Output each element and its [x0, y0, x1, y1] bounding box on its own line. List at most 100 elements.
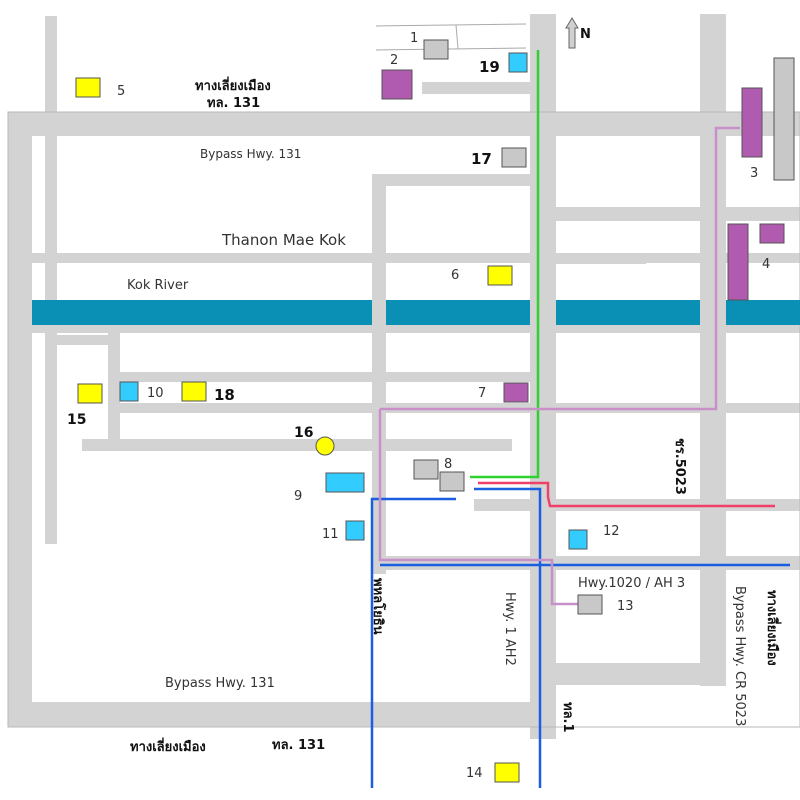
bypass-top-thai-2: ทล. 131: [207, 96, 260, 111]
river-band-4: [726, 300, 800, 325]
right-bypass-thai: ทางเลี่ยงเมือง: [764, 590, 782, 666]
marker-1[interactable]: [423, 39, 449, 60]
marker-5-label: 5: [117, 84, 125, 99]
routes: [370, 50, 790, 788]
phahon-road: [372, 174, 386, 574]
bypass-bottom-label: Bypass Hwy. 131: [165, 676, 275, 691]
marker-2[interactable]: [381, 69, 413, 100]
marker-10[interactable]: [119, 381, 139, 402]
kok-river-label: Kok River: [127, 278, 189, 293]
marker-1-label: 1: [410, 31, 418, 46]
kok-river: [32, 300, 800, 325]
marker-4[interactable]: [727, 223, 749, 301]
route-lilac: [380, 126, 740, 411]
road-r3: [114, 403, 372, 413]
road-soi16: [82, 439, 512, 451]
road-right-1: [556, 207, 800, 221]
marker-14-label: 14: [466, 766, 483, 781]
thin-lines: [375, 23, 527, 51]
bypass-road-right: [700, 14, 726, 686]
marker-4-b: [759, 223, 785, 244]
route-blue-2: [474, 487, 542, 788]
marker-12[interactable]: [568, 529, 588, 550]
road-r4: [386, 372, 530, 382]
marker-15[interactable]: [77, 383, 103, 404]
bypass-bottom-thai-2: ทล. 131: [272, 738, 325, 753]
marker-17-label: 17: [471, 150, 492, 168]
phahon-label: พหลโยธิน: [370, 578, 387, 635]
marker-3[interactable]: [741, 87, 763, 158]
hwy1020-label: Hwy.1020 / AH 3: [578, 576, 685, 591]
road-r1: [32, 325, 800, 333]
mae-kok-road: [32, 253, 800, 263]
marker-9[interactable]: [325, 472, 365, 493]
road-top-1: [422, 82, 530, 94]
marker-16-label: 16: [294, 425, 313, 441]
route-pink: [478, 481, 775, 508]
road-mid-2: [386, 556, 530, 570]
road-right-2: [556, 254, 646, 264]
river-band-1: [32, 300, 372, 325]
bypass-bottom-thai-1: ทางเลี่ยงเมือง: [130, 737, 206, 755]
marker-18[interactable]: [181, 381, 207, 402]
thl1-label: ทล.1: [560, 702, 575, 733]
route-green: [470, 50, 540, 479]
mae-kok-label: Thanon Mae Kok: [221, 231, 346, 249]
markers: [75, 39, 795, 783]
marker-13[interactable]: [577, 594, 603, 615]
hwy1-road: [530, 14, 556, 739]
left-vertical-road: [45, 16, 57, 544]
marker-16[interactable]: [315, 436, 335, 456]
road-l-horz: [56, 335, 112, 345]
bypass-top-thai-1: ทางเลี่ยงเมือง: [195, 76, 271, 94]
marker-10-label: 10: [147, 386, 164, 401]
bypass-top-label: Bypass Hwy. 131: [200, 147, 301, 161]
marker-8-b: [439, 471, 465, 492]
marker-7[interactable]: [503, 382, 529, 403]
marker-7-label: 7: [478, 386, 486, 401]
marker-9-label: 9: [294, 489, 302, 504]
road-right-5: [556, 663, 700, 685]
marker-19-label: 19: [479, 58, 500, 76]
marker-5[interactable]: [75, 77, 101, 98]
road-r2: [108, 372, 372, 382]
north-label: N: [580, 27, 591, 42]
bypass-road-bottom: [8, 702, 538, 727]
marker-17[interactable]: [501, 147, 527, 168]
river-band-3: [556, 300, 700, 325]
chr5023-label: ชร.5023: [672, 438, 687, 495]
marker-8[interactable]: [413, 459, 439, 480]
marker-2-label: 2: [390, 53, 398, 68]
road-l-vert: [108, 333, 120, 443]
marker-3-label: 3: [750, 166, 758, 181]
marker-15-label: 15: [67, 412, 86, 428]
marker-8-label: 8: [444, 457, 452, 472]
route-blue: [370, 497, 456, 788]
north-arrow-icon: [565, 17, 579, 49]
road-labels: ทางเลี่ยงเมือง ทล. 131 Bypass Hwy. 131 T…: [127, 76, 782, 755]
route-lilac-2: [378, 409, 578, 606]
bypass-road-left: [8, 112, 32, 727]
marker-13-label: 13: [617, 599, 634, 614]
marker-3-building: [773, 57, 795, 181]
marker-labels: 1 2 3 4 5 6 7 8 9 10 11 12 13 14 15 16 1…: [67, 31, 770, 781]
marker-19[interactable]: [508, 52, 528, 73]
marker-14[interactable]: [494, 762, 520, 783]
river-band-2: [386, 300, 530, 325]
marker-6[interactable]: [487, 265, 513, 286]
road-mid-1: [372, 174, 530, 186]
road-network: [7, 14, 800, 739]
marker-11-label: 11: [322, 527, 339, 542]
bypass-right-label: Bypass Hwy. CR 5023: [732, 586, 747, 726]
marker-18-label: 18: [214, 386, 235, 404]
marker-6-label: 6: [451, 268, 459, 283]
hwy1-label: Hwy. 1 AH2: [502, 592, 517, 666]
north-arrow: N: [565, 17, 591, 49]
marker-4-label: 4: [762, 257, 770, 272]
road-right-4: [556, 556, 800, 570]
bypass-road-top: [8, 112, 800, 136]
marker-11[interactable]: [345, 520, 365, 541]
outer-frame: [7, 111, 800, 728]
marker-12-label: 12: [603, 524, 620, 539]
